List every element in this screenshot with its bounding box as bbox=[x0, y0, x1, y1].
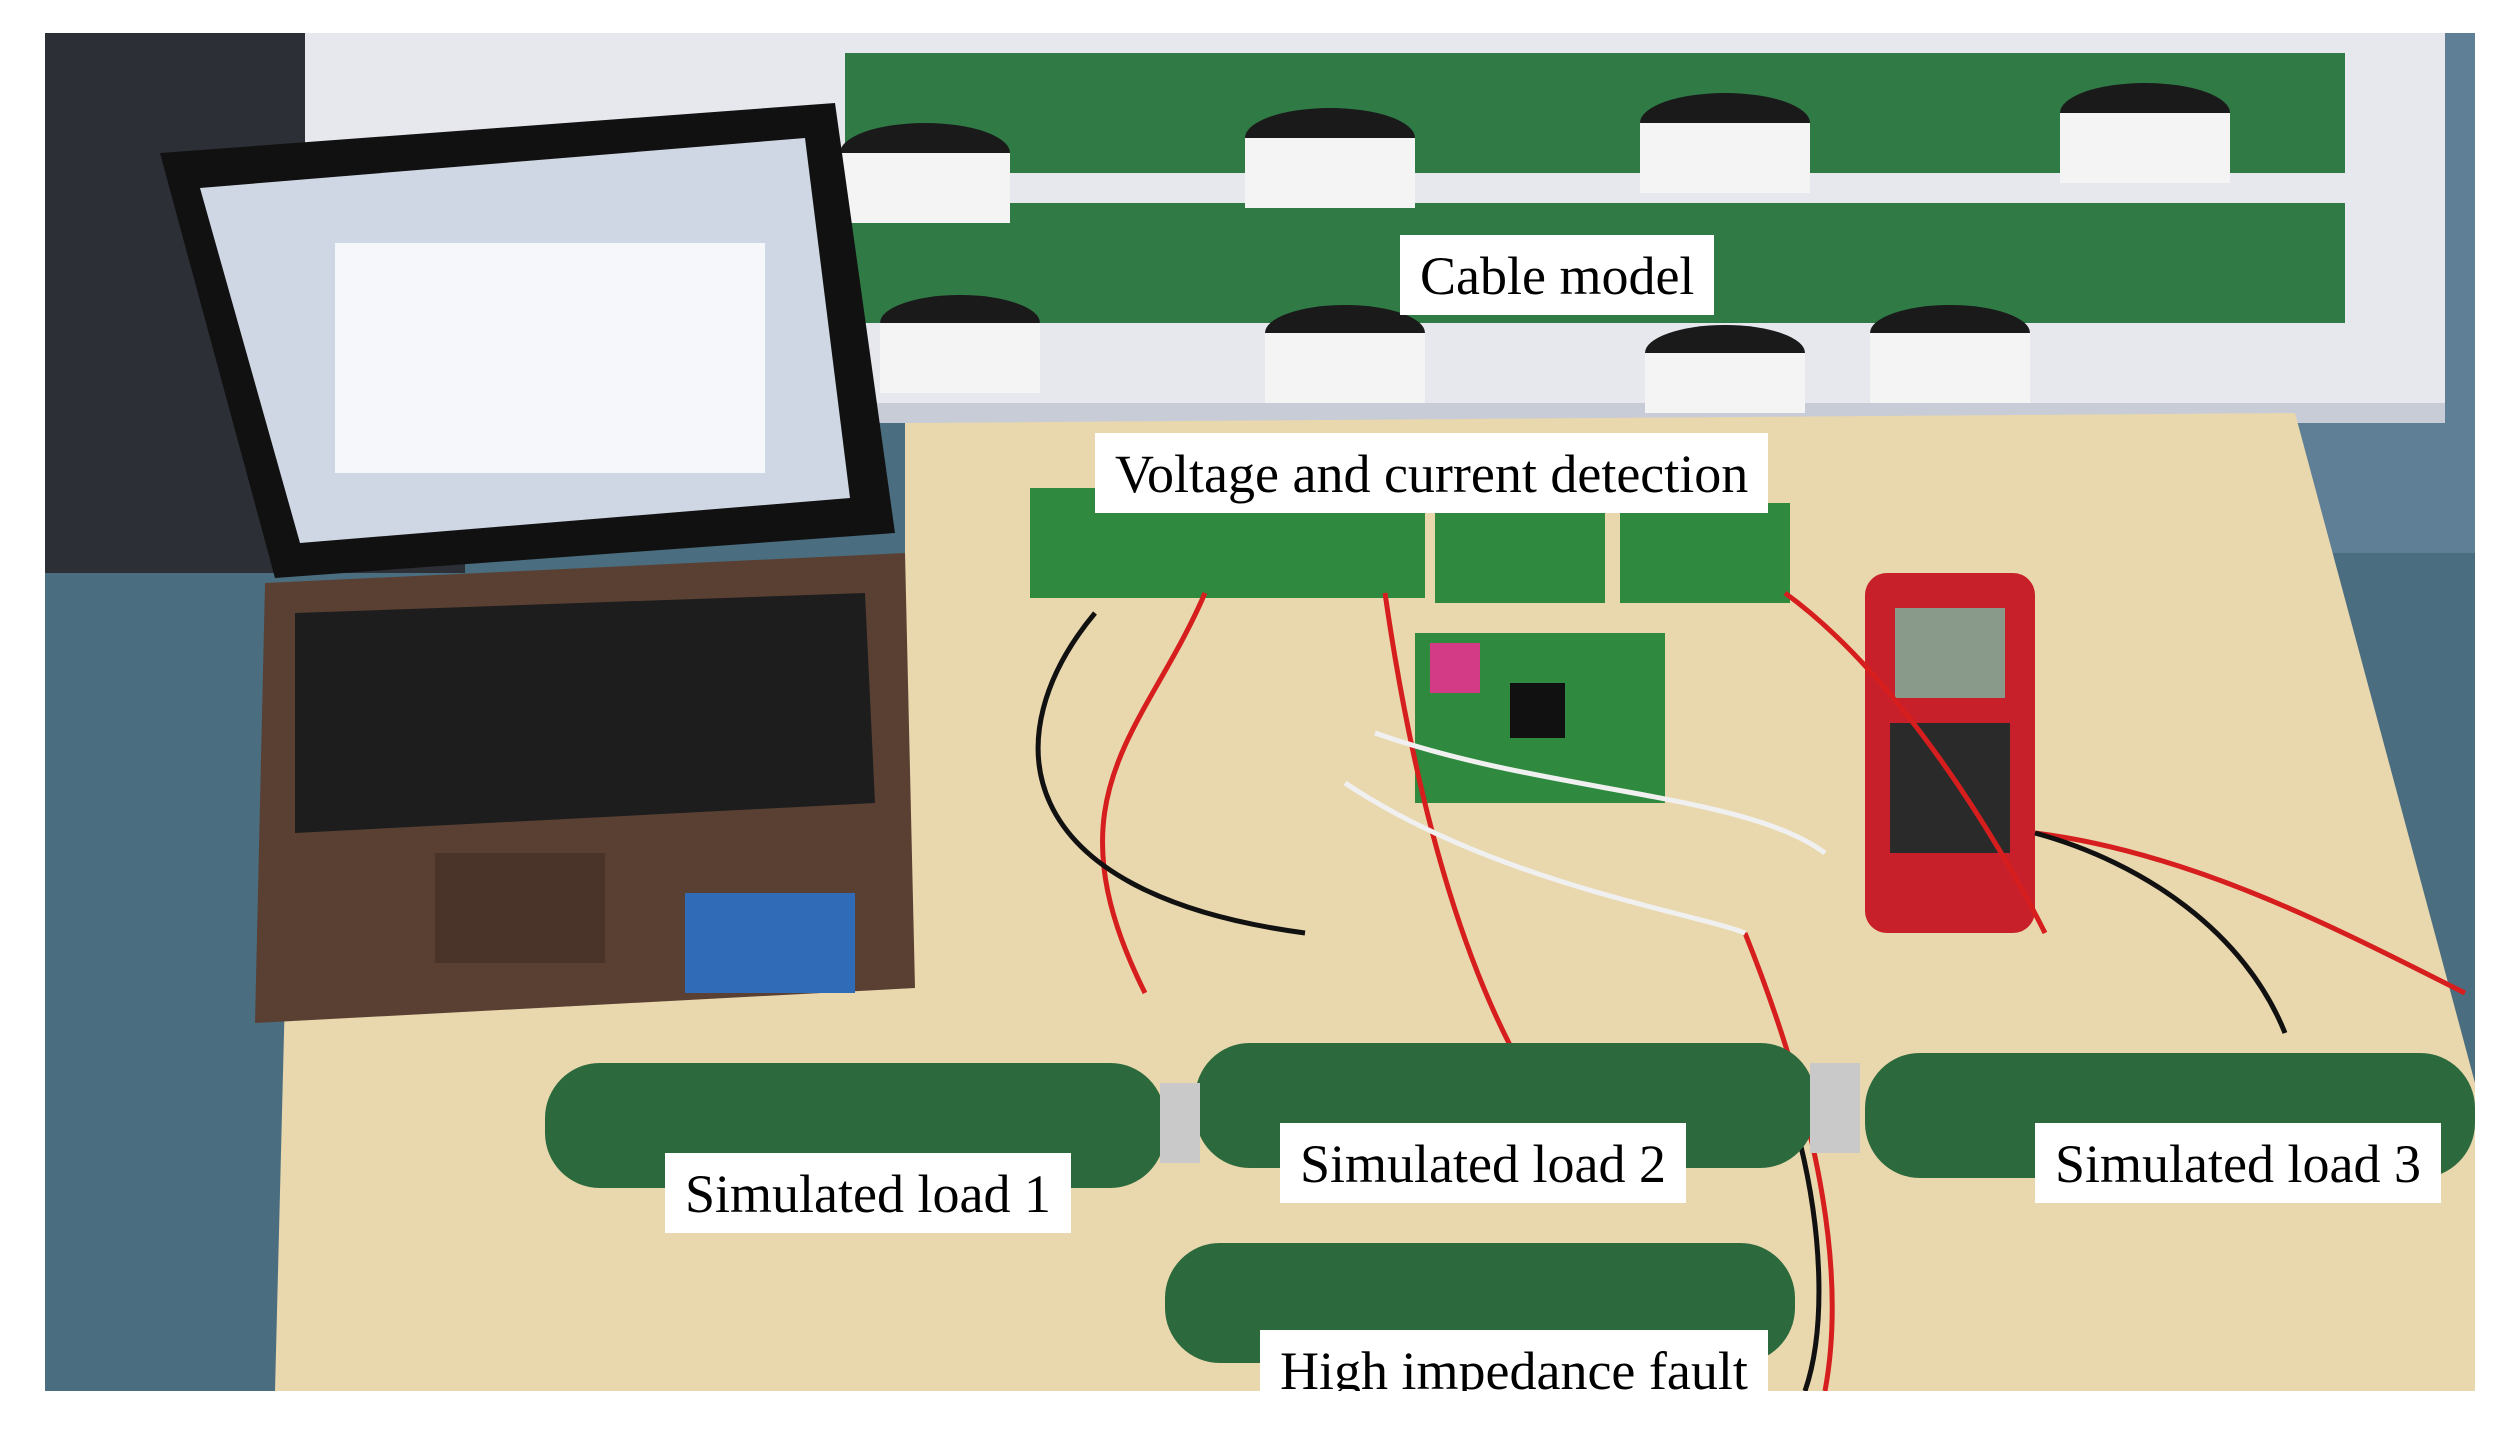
label-high-impedance-fault: High impedance fault bbox=[1260, 1330, 1768, 1391]
laptop-icon bbox=[160, 103, 915, 1023]
label-simulated-load-2: Simulated load 2 bbox=[1280, 1123, 1686, 1203]
multimeter-icon bbox=[1865, 573, 2035, 933]
label-simulated-load-3: Simulated load 3 bbox=[2035, 1123, 2441, 1203]
test-bench-photo: Cable model Voltage and current detectio… bbox=[45, 33, 2475, 1391]
label-cable-model: Cable model bbox=[1400, 235, 1715, 315]
capacitor-icon bbox=[840, 83, 2230, 413]
label-simulated-load-1: Simulated load 1 bbox=[665, 1153, 1071, 1233]
label-voltage-current-detection: Voltage and current detection bbox=[1095, 433, 1769, 513]
wires bbox=[1035, 590, 2467, 1391]
